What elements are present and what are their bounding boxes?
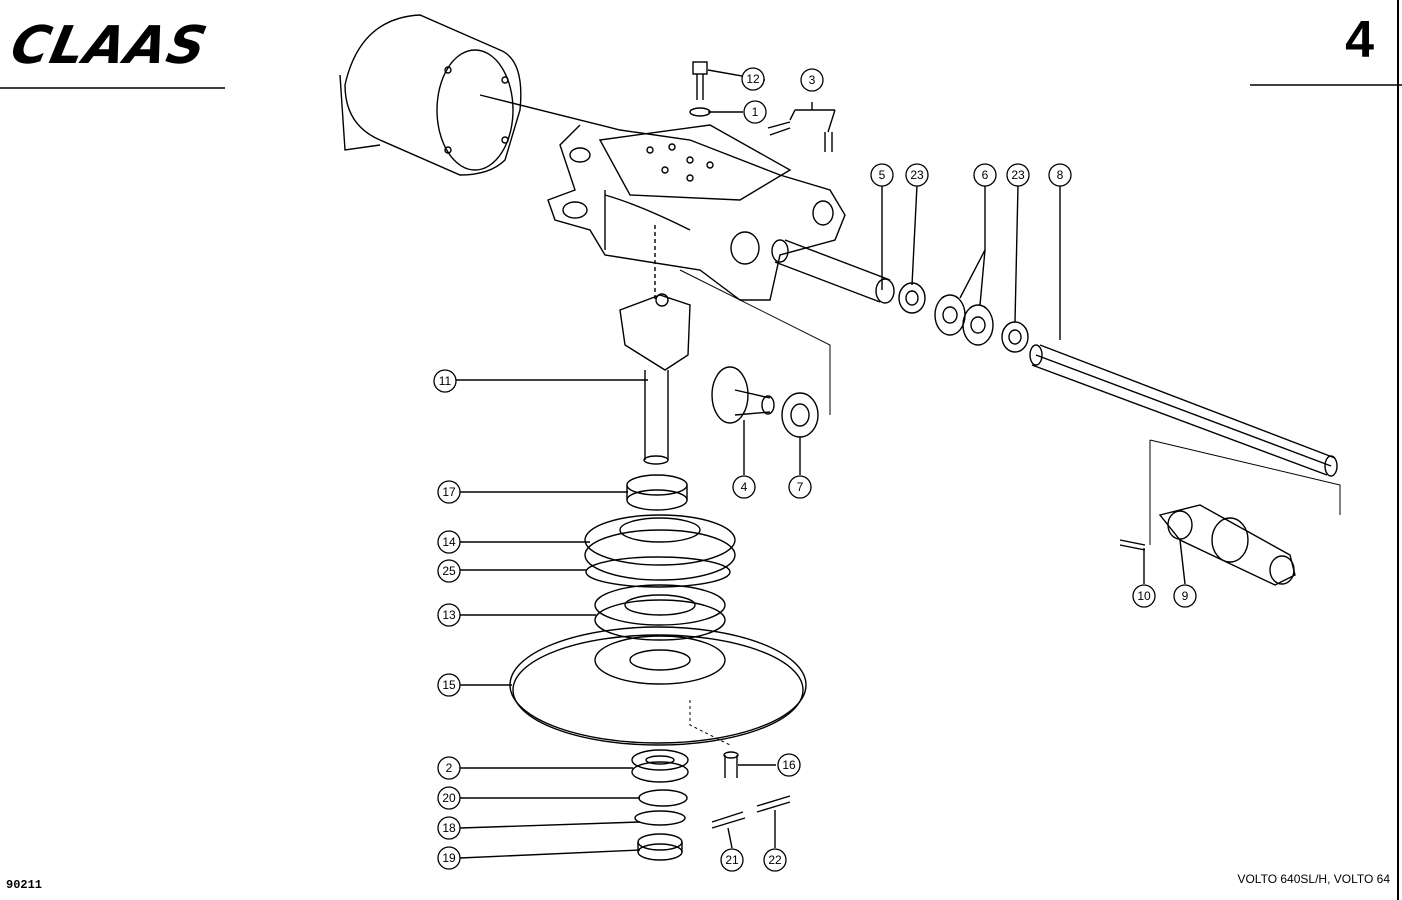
callout-23b: 23 bbox=[1006, 163, 1030, 187]
svg-text:20: 20 bbox=[442, 791, 456, 805]
callout-21: 21 bbox=[720, 848, 744, 872]
svg-text:13: 13 bbox=[442, 608, 456, 622]
callout-23a: 23 bbox=[905, 163, 929, 187]
part-21-pin bbox=[711, 811, 746, 829]
part-16-bolt bbox=[723, 751, 739, 778]
callout-22: 22 bbox=[763, 848, 787, 872]
part-25-ring bbox=[585, 556, 731, 588]
part-3-grease-nipple-a bbox=[767, 121, 791, 136]
part-7-bearing bbox=[781, 392, 819, 438]
svg-text:16: 16 bbox=[782, 758, 796, 772]
part-23-washer-a bbox=[898, 282, 926, 314]
svg-text:17: 17 bbox=[442, 485, 456, 499]
svg-text:10: 10 bbox=[1137, 589, 1151, 603]
callout-17: 17 bbox=[437, 480, 461, 504]
part-23-washer-b bbox=[1001, 321, 1029, 353]
part-2-bearing bbox=[631, 749, 689, 783]
svg-text:6: 6 bbox=[982, 168, 989, 182]
callout-5: 5 bbox=[870, 163, 894, 187]
svg-text:2: 2 bbox=[446, 761, 453, 775]
svg-text:21: 21 bbox=[725, 853, 739, 867]
model-label: VOLTO 640SL/H, VOLTO 64 bbox=[1237, 872, 1390, 886]
svg-text:18: 18 bbox=[442, 821, 456, 835]
part-13-bearing-housing bbox=[594, 584, 726, 641]
svg-text:23: 23 bbox=[1011, 168, 1025, 182]
svg-text:12: 12 bbox=[746, 72, 760, 86]
part-3-grease-nipple-b bbox=[824, 132, 833, 152]
part-18-seal bbox=[634, 810, 686, 826]
callout-12: 12 bbox=[741, 67, 765, 91]
svg-text:19: 19 bbox=[442, 851, 456, 865]
callout-1: 1 bbox=[743, 100, 767, 124]
part-10-pin bbox=[1119, 539, 1146, 551]
drawing-code: 90211 bbox=[6, 878, 43, 892]
part-17-bearing bbox=[626, 474, 688, 511]
part-4-pinion-gear bbox=[711, 366, 775, 424]
callout-20: 20 bbox=[437, 786, 461, 810]
svg-text:8: 8 bbox=[1057, 168, 1064, 182]
callout-19: 19 bbox=[437, 846, 461, 870]
svg-text:23: 23 bbox=[910, 168, 924, 182]
part-15-cutter-disc bbox=[509, 626, 807, 746]
callout-9: 9 bbox=[1173, 584, 1197, 608]
callout-4: 4 bbox=[732, 475, 756, 499]
svg-text:25: 25 bbox=[442, 564, 456, 578]
svg-text:15: 15 bbox=[442, 678, 456, 692]
callout-2: 2 bbox=[437, 756, 461, 780]
callout-25: 25 bbox=[437, 559, 461, 583]
svg-text:1: 1 bbox=[752, 105, 759, 119]
svg-text:7: 7 bbox=[797, 480, 804, 494]
svg-text:11: 11 bbox=[439, 374, 452, 388]
svg-text:9: 9 bbox=[1182, 589, 1189, 603]
callout-10: 10 bbox=[1132, 584, 1156, 608]
part-1-washer bbox=[689, 107, 711, 117]
part-22-pin bbox=[756, 795, 791, 813]
part-19-collar bbox=[637, 833, 683, 861]
callout-7: 7 bbox=[788, 475, 812, 499]
callout-11: 11 bbox=[433, 369, 457, 393]
gearbox-housing bbox=[339, 14, 846, 301]
part-12-bolt bbox=[692, 61, 708, 100]
svg-text:14: 14 bbox=[442, 535, 456, 549]
svg-text:22: 22 bbox=[768, 853, 782, 867]
callout-markers: 12 1 3 5 23 6 23 8 11 4 7 17 14 25 13 15… bbox=[433, 67, 1197, 872]
page-number: 4 bbox=[1345, 11, 1374, 69]
svg-text:3: 3 bbox=[809, 73, 816, 87]
part-14-crown-gear bbox=[584, 514, 736, 581]
callout-16: 16 bbox=[777, 753, 801, 777]
part-8-hex-shaft bbox=[1029, 344, 1338, 477]
part-20-ring bbox=[638, 789, 688, 807]
part-6-disc-pair bbox=[934, 294, 994, 346]
part-11-vertical-shaft bbox=[619, 293, 691, 465]
callout-13: 13 bbox=[437, 603, 461, 627]
svg-text:5: 5 bbox=[879, 168, 886, 182]
callout-6: 6 bbox=[973, 163, 997, 187]
callout-8: 8 bbox=[1048, 163, 1072, 187]
svg-text:4: 4 bbox=[741, 480, 748, 494]
part-5-tube bbox=[771, 239, 895, 304]
callout-3: 3 bbox=[800, 68, 824, 92]
callout-18: 18 bbox=[437, 816, 461, 840]
callout-14: 14 bbox=[437, 530, 461, 554]
callout-15: 15 bbox=[437, 673, 461, 697]
